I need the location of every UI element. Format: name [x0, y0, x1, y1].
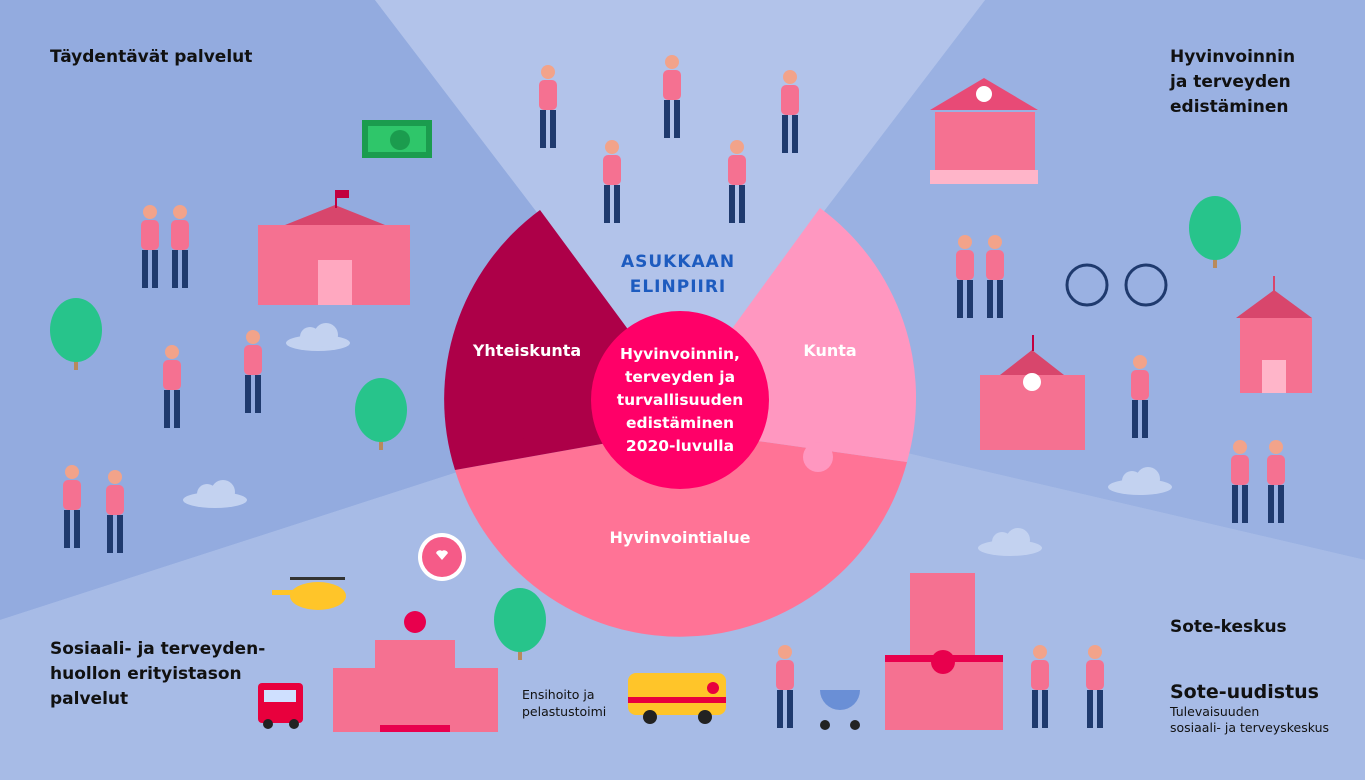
label-line: huollon erityistason [50, 664, 242, 684]
center-line: terveyden ja [624, 368, 736, 386]
center-line: turvallisuuden [616, 391, 744, 409]
helicopter-icon [272, 577, 346, 610]
money-icon [362, 120, 432, 158]
label-line: Hyvinvoinnin [1170, 47, 1296, 67]
label-line: ja terveyden [1170, 72, 1291, 92]
wheel-center-text: Hyvinvoinnin, terveyden ja turvallisuude… [592, 343, 768, 458]
fire-truck-icon [258, 683, 303, 729]
label-taydentavat-palvelut: Täydentävät palvelut [50, 47, 253, 67]
wheel-center [591, 311, 769, 489]
brand-subtitle: Tulevaisuuden sosiaali- ja terveyskeskus [1170, 704, 1329, 736]
wheel-label-yhteiskunta: Yhteiskunta [472, 341, 582, 360]
ambulance-icon [628, 673, 726, 724]
label-line: palvelut [50, 689, 129, 709]
hospital-building-icon [333, 611, 498, 732]
label-asukkaan-elinpiiri: ASUKKAAN ELINPIIRI [598, 250, 758, 300]
wedge-top [375, 0, 985, 400]
center-line: edistäminen [625, 414, 735, 432]
center-line: 2020-luvulla [625, 437, 735, 455]
label-sote-keskus: Sote-keskus [1170, 617, 1287, 637]
stroller-icon [820, 690, 860, 730]
center-line: Hyvinvoinnin, [620, 345, 740, 363]
label-line: ELINPIIRI [629, 277, 727, 297]
school-building-icon [258, 190, 410, 305]
label-line: ASUKKAAN [620, 252, 736, 272]
theater-building-icon [930, 78, 1038, 184]
label-line: edistäminen [1170, 97, 1289, 117]
label-hyvinvoinnin-edistaminen: Hyvinvoinnin ja terveyden edistäminen [1170, 45, 1295, 120]
brand-sote-uudistus: Sote-uudistus Tulevaisuuden sosiaali- ja… [1170, 680, 1329, 736]
wheel-label-kunta: Kunta [803, 341, 857, 360]
label-line: sosiaali- ja terveyskeskus [1170, 720, 1330, 735]
label-ensihoito: Ensihoito ja pelastustoimi [522, 686, 606, 720]
label-line: Ensihoito ja [522, 687, 595, 702]
school-clock-building-icon [980, 335, 1085, 450]
label-line: Tulevaisuuden [1170, 704, 1260, 719]
wedge-top-left [0, 0, 680, 620]
bicycle-icon [1065, 263, 1168, 307]
wheel-label-hyvinvointialue: Hyvinvointialue [609, 528, 751, 547]
label-line: pelastustoimi [522, 704, 607, 719]
label-erityistason-palvelut: Sosiaali- ja terveyden- huollon erityist… [50, 637, 265, 712]
label-line: Sosiaali- ja terveyden- [50, 639, 266, 659]
sote-keskus-building-icon [885, 573, 1003, 730]
wheel-piece-hyvinvointialue [455, 430, 907, 637]
brand-title: Sote-uudistus [1170, 681, 1319, 703]
care-hand-heart-icon [418, 533, 466, 581]
church-building-icon [1236, 276, 1312, 393]
